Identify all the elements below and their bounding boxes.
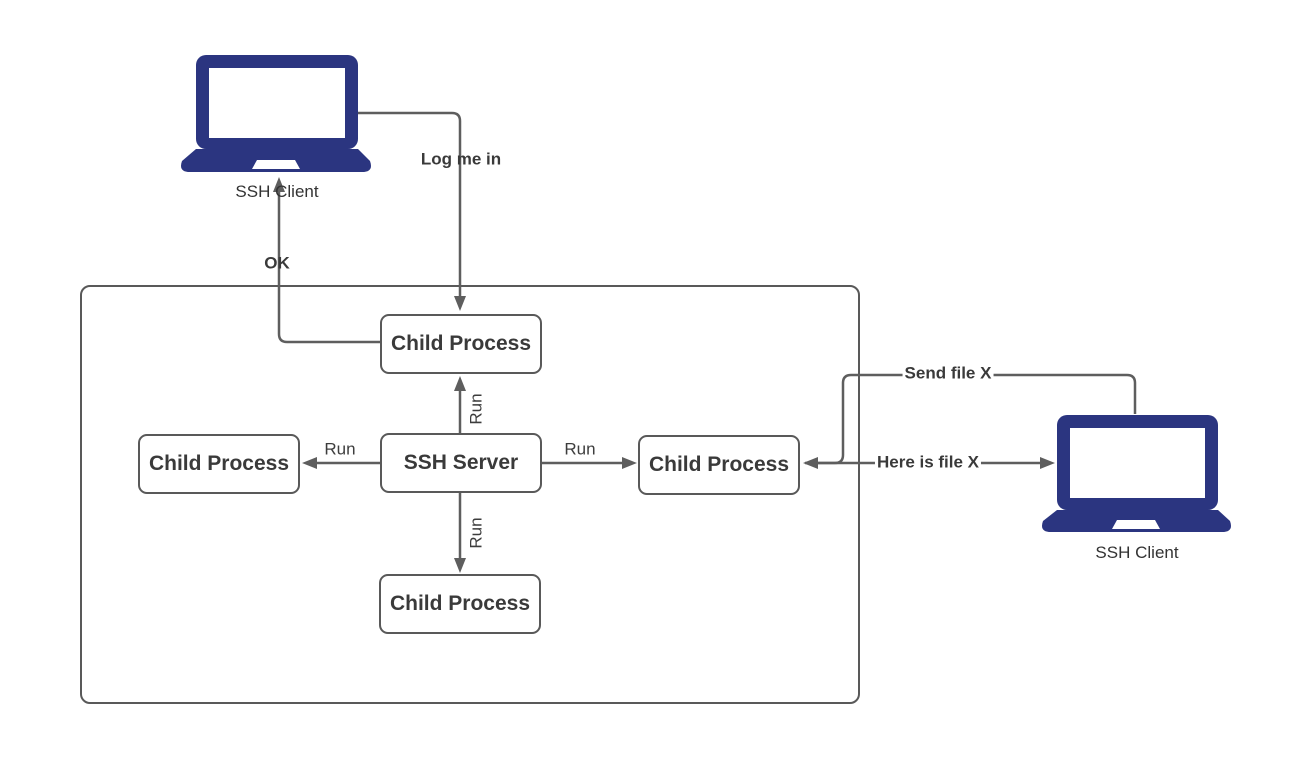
node-label: Child Process xyxy=(390,332,532,355)
edge-send-file-x xyxy=(816,373,1137,465)
edge-label-run-down: Run xyxy=(466,517,486,549)
edge-label-log-me-in: Log me in xyxy=(420,149,502,169)
edge-label-run-left: Run xyxy=(324,439,356,459)
node-label: Child Process xyxy=(648,453,790,476)
laptop-icon-right xyxy=(1042,415,1231,532)
edge-label-run-right: Run xyxy=(564,439,596,459)
laptop-left-notch xyxy=(252,160,300,169)
arrowhead-down-log-me-in xyxy=(454,296,466,311)
ssh-client-left-caption: SSH Client xyxy=(235,182,319,201)
edge-label-here-is-file-x: Here is file X xyxy=(874,452,982,473)
node-label: SSH Server xyxy=(403,451,519,474)
arrowhead-up-run xyxy=(454,376,466,391)
edge-ok xyxy=(277,190,380,344)
laptop-right-screen xyxy=(1070,428,1205,498)
node-child-process-bottom: Child Process xyxy=(379,574,541,634)
edge-label-send-file-x: Send file X xyxy=(902,363,994,384)
arrowhead-down-run xyxy=(454,558,466,573)
node-label: Child Process xyxy=(389,592,531,615)
laptop-left-screen xyxy=(209,68,345,138)
node-label: Child Process xyxy=(148,452,290,475)
node-child-process-right: Child Process xyxy=(638,435,800,495)
edge-label-ok: OK xyxy=(264,253,290,273)
node-child-process-top: Child Process xyxy=(380,314,542,374)
node-ssh-server: SSH Server xyxy=(380,433,542,493)
arrowhead-right-run xyxy=(622,457,637,469)
arrowhead-right-here-is-file-x xyxy=(1040,457,1055,469)
ssh-client-right-caption: SSH Client xyxy=(1095,543,1179,562)
arrowhead-up-ok xyxy=(273,177,285,192)
laptop-right-notch xyxy=(1112,520,1160,529)
arrowhead-left-run xyxy=(302,457,317,469)
node-child-process-left: Child Process xyxy=(138,434,300,494)
server-system-boundary xyxy=(80,285,860,704)
edge-log-me-in xyxy=(358,111,462,298)
laptop-icon-left xyxy=(181,55,371,172)
edge-label-run-up: Run xyxy=(466,393,486,425)
